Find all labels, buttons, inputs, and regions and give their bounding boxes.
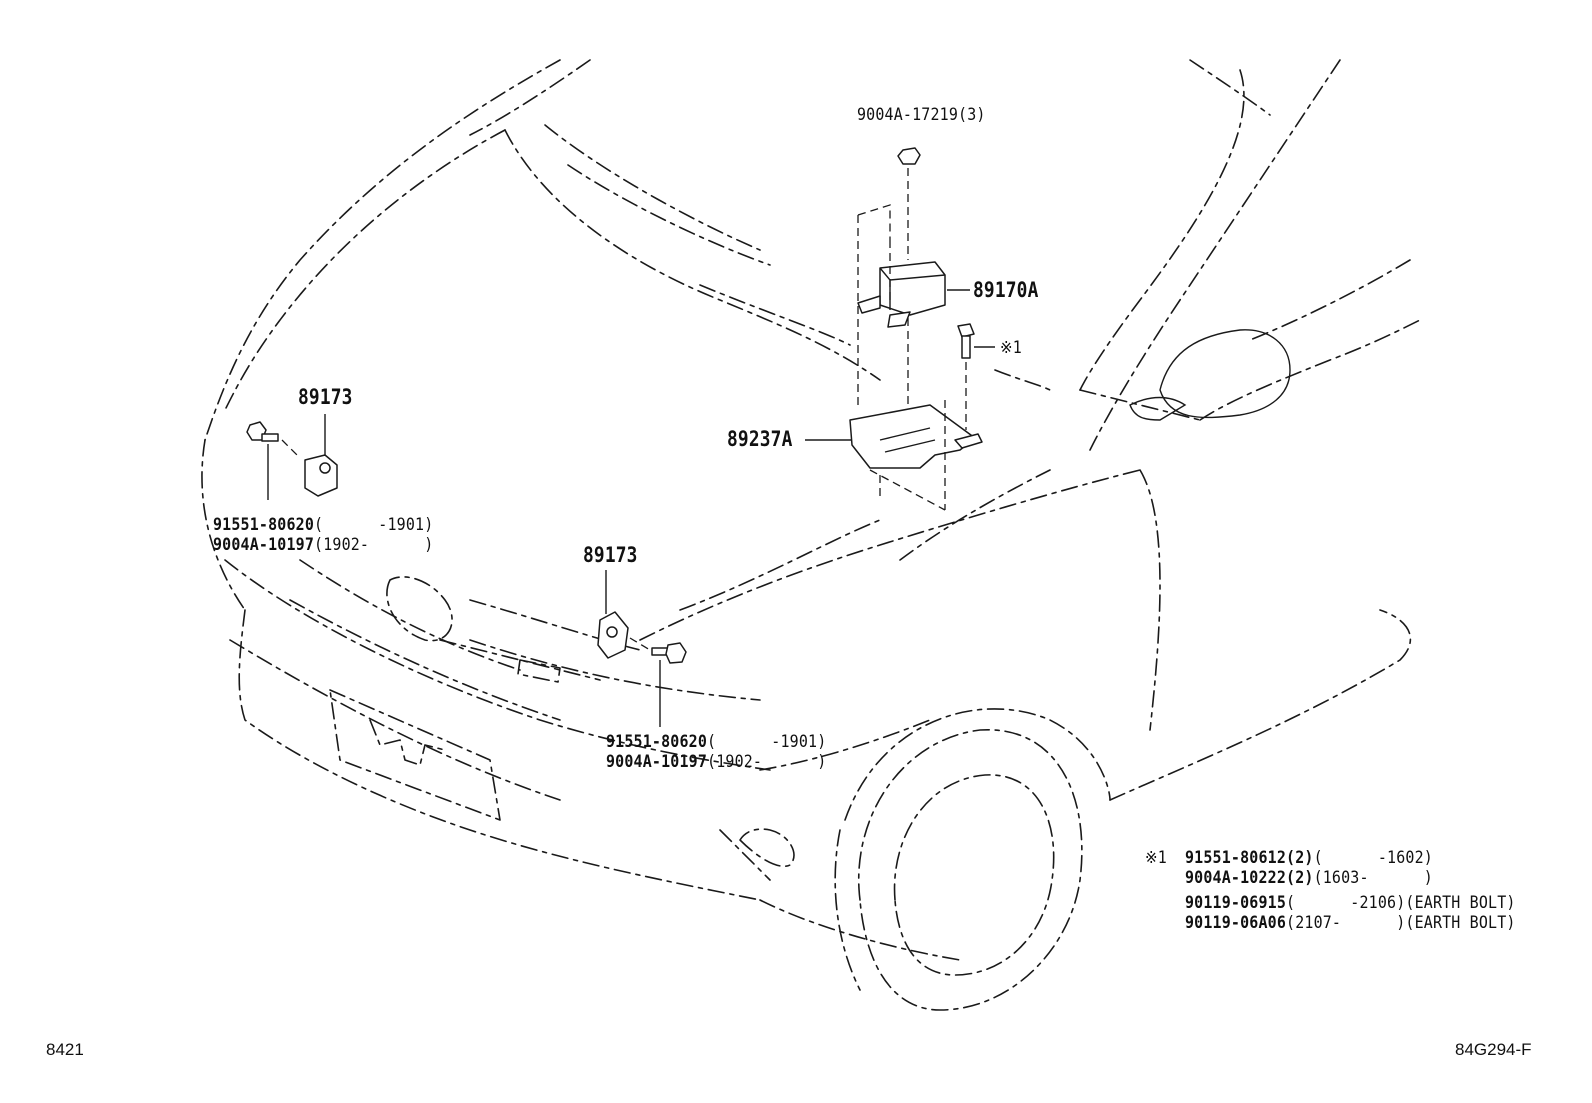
label-sensor-left: 89173 <box>298 385 353 409</box>
footer-left-code: 8421 <box>46 1040 84 1059</box>
label-center-bolt-a: 91551-80620( -1901) <box>606 732 827 752</box>
note-row-3: 90119-06915( -2106)(EARTH BOLT) <box>1185 893 1516 913</box>
bracket-assembly <box>849 404 983 469</box>
label-bolt-ref: ※1 <box>1000 338 1022 358</box>
left-sensor <box>304 454 338 497</box>
top-nut <box>897 147 921 165</box>
left-sensor-bolt <box>246 421 279 442</box>
leader-lines <box>267 289 995 727</box>
label-sensor-main: 89170A <box>973 278 1039 302</box>
label-left-bolt-b: 9004A-10197(1902- ) <box>213 535 434 555</box>
label-nut-top: 9004A-17219(3) <box>857 105 986 125</box>
label-bracket: 89237A <box>727 427 793 451</box>
main-sensor-assembly <box>857 261 946 328</box>
note-row-2: 9004A-10222(2)(1603- ) <box>1185 868 1433 888</box>
center-sensor <box>597 611 629 659</box>
earth-bolt <box>957 323 975 359</box>
label-left-bolt-a: 91551-80620( -1901) <box>213 515 434 535</box>
car-body-outline <box>201 59 1421 1011</box>
note-row-1: 91551-80612(2)( -1602) <box>1185 848 1433 868</box>
footer-right-code: 84G294-F <box>1455 1040 1532 1059</box>
label-sensor-center: 89173 <box>583 543 638 567</box>
note-mark: ※1 <box>1145 848 1167 868</box>
label-center-bolt-b: 9004A-10197(1902- ) <box>606 752 827 772</box>
note-row-4: 90119-06A06(2107- )(EARTH BOLT) <box>1185 913 1516 933</box>
center-sensor-bolt <box>651 642 687 664</box>
